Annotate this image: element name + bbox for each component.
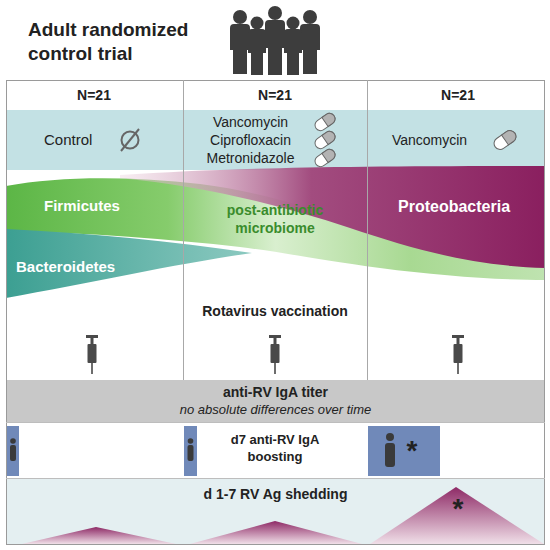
person-head xyxy=(303,10,317,24)
person-body xyxy=(248,29,266,75)
syringe-needle xyxy=(457,363,459,374)
syringe-plunger xyxy=(452,335,464,338)
person-body xyxy=(265,20,285,75)
person-body xyxy=(284,29,302,75)
person-body xyxy=(385,443,395,467)
person-head xyxy=(386,433,394,441)
pill-half xyxy=(322,111,337,126)
pill-shell xyxy=(492,128,519,152)
person-mini-icon xyxy=(10,433,395,467)
result-label: d7 anti-RV IgA boosting xyxy=(213,431,338,465)
person-head xyxy=(233,10,247,24)
person-head xyxy=(188,438,194,444)
treatment-cell: Control xyxy=(6,110,183,170)
syringe-barrel xyxy=(454,344,463,363)
boost-bar xyxy=(184,426,197,476)
syringe-rod xyxy=(457,338,460,344)
person-head xyxy=(268,6,282,20)
syringe-icon xyxy=(86,335,98,374)
column-divider xyxy=(183,80,184,380)
pill-half xyxy=(322,129,337,144)
person-body xyxy=(300,24,320,74)
treatment-cell: VancomycinCiprofloxacinMetronidazole xyxy=(183,110,367,170)
node-text: d 1-7 RV Ag shedding xyxy=(6,485,545,503)
group-size: N=21 xyxy=(54,86,134,104)
syringe-needle xyxy=(91,363,93,374)
node-text: no absolute differences over time xyxy=(6,401,545,418)
syringe-rod xyxy=(274,338,277,344)
significance-mark: * xyxy=(397,436,427,466)
pill-icon xyxy=(313,111,337,133)
syringe-barrel xyxy=(88,344,97,363)
pill-shell xyxy=(313,147,337,169)
pill-half xyxy=(322,147,337,162)
treatment-cell: Vancomycin xyxy=(367,110,545,170)
syringe-plunger xyxy=(269,335,281,338)
pill-icon xyxy=(492,128,519,152)
syringe-icon xyxy=(269,335,281,374)
pill-icon xyxy=(313,129,337,151)
step-label: Rotavirus vaccination xyxy=(150,302,400,320)
node-text: Firmicutes xyxy=(44,196,154,216)
group-size: N=21 xyxy=(418,86,498,104)
node-text: Bacteroidetes xyxy=(16,257,136,277)
pill-shell xyxy=(313,129,337,151)
syringe-barrel xyxy=(271,344,280,363)
stream-caption: post-antibiotic microbiome xyxy=(205,201,345,237)
person-head xyxy=(10,438,16,444)
node-text: Control xyxy=(44,130,124,150)
person-body xyxy=(230,24,250,74)
boost-bar xyxy=(368,426,440,476)
shedding-peak xyxy=(370,487,544,544)
syringe-rod xyxy=(91,338,94,344)
shedding-peak xyxy=(22,527,176,544)
person-head xyxy=(251,17,264,30)
person-head xyxy=(287,17,300,30)
column-divider xyxy=(367,80,368,380)
node-text: anti-RV IgA titer xyxy=(6,383,545,401)
syringe-plunger xyxy=(86,335,98,338)
pill-icon xyxy=(313,147,337,169)
frame-border xyxy=(7,81,545,545)
people-icon xyxy=(230,6,320,75)
person-body xyxy=(188,445,194,461)
title: Adult randomized control trial xyxy=(28,18,208,66)
pill-half xyxy=(502,128,519,145)
result-band: d 1-7 RV Ag shedding xyxy=(6,479,545,545)
node-text: Proteobacteria xyxy=(398,196,543,217)
boost-bar xyxy=(7,426,19,476)
significance-mark: * xyxy=(443,494,473,524)
pill-shell xyxy=(313,111,337,133)
shedding-peak xyxy=(190,521,362,544)
stream-path xyxy=(6,229,252,298)
node-text: Ciprofloxacin xyxy=(183,131,318,149)
node-text: Metronidazole xyxy=(183,149,318,167)
node-text: Vancomycin xyxy=(367,131,492,149)
empty-set-symbol xyxy=(122,132,139,149)
group-size: N=21 xyxy=(235,86,315,104)
syringe-needle xyxy=(274,363,276,374)
person-body xyxy=(10,445,16,461)
result-band: anti-RV IgA titerno absolute differences… xyxy=(6,380,545,422)
syringe-icon xyxy=(452,335,464,374)
row-divider xyxy=(6,422,545,423)
empty-set-slash xyxy=(121,129,139,151)
row-divider xyxy=(6,478,545,479)
node-text: Vancomycin xyxy=(183,113,318,131)
